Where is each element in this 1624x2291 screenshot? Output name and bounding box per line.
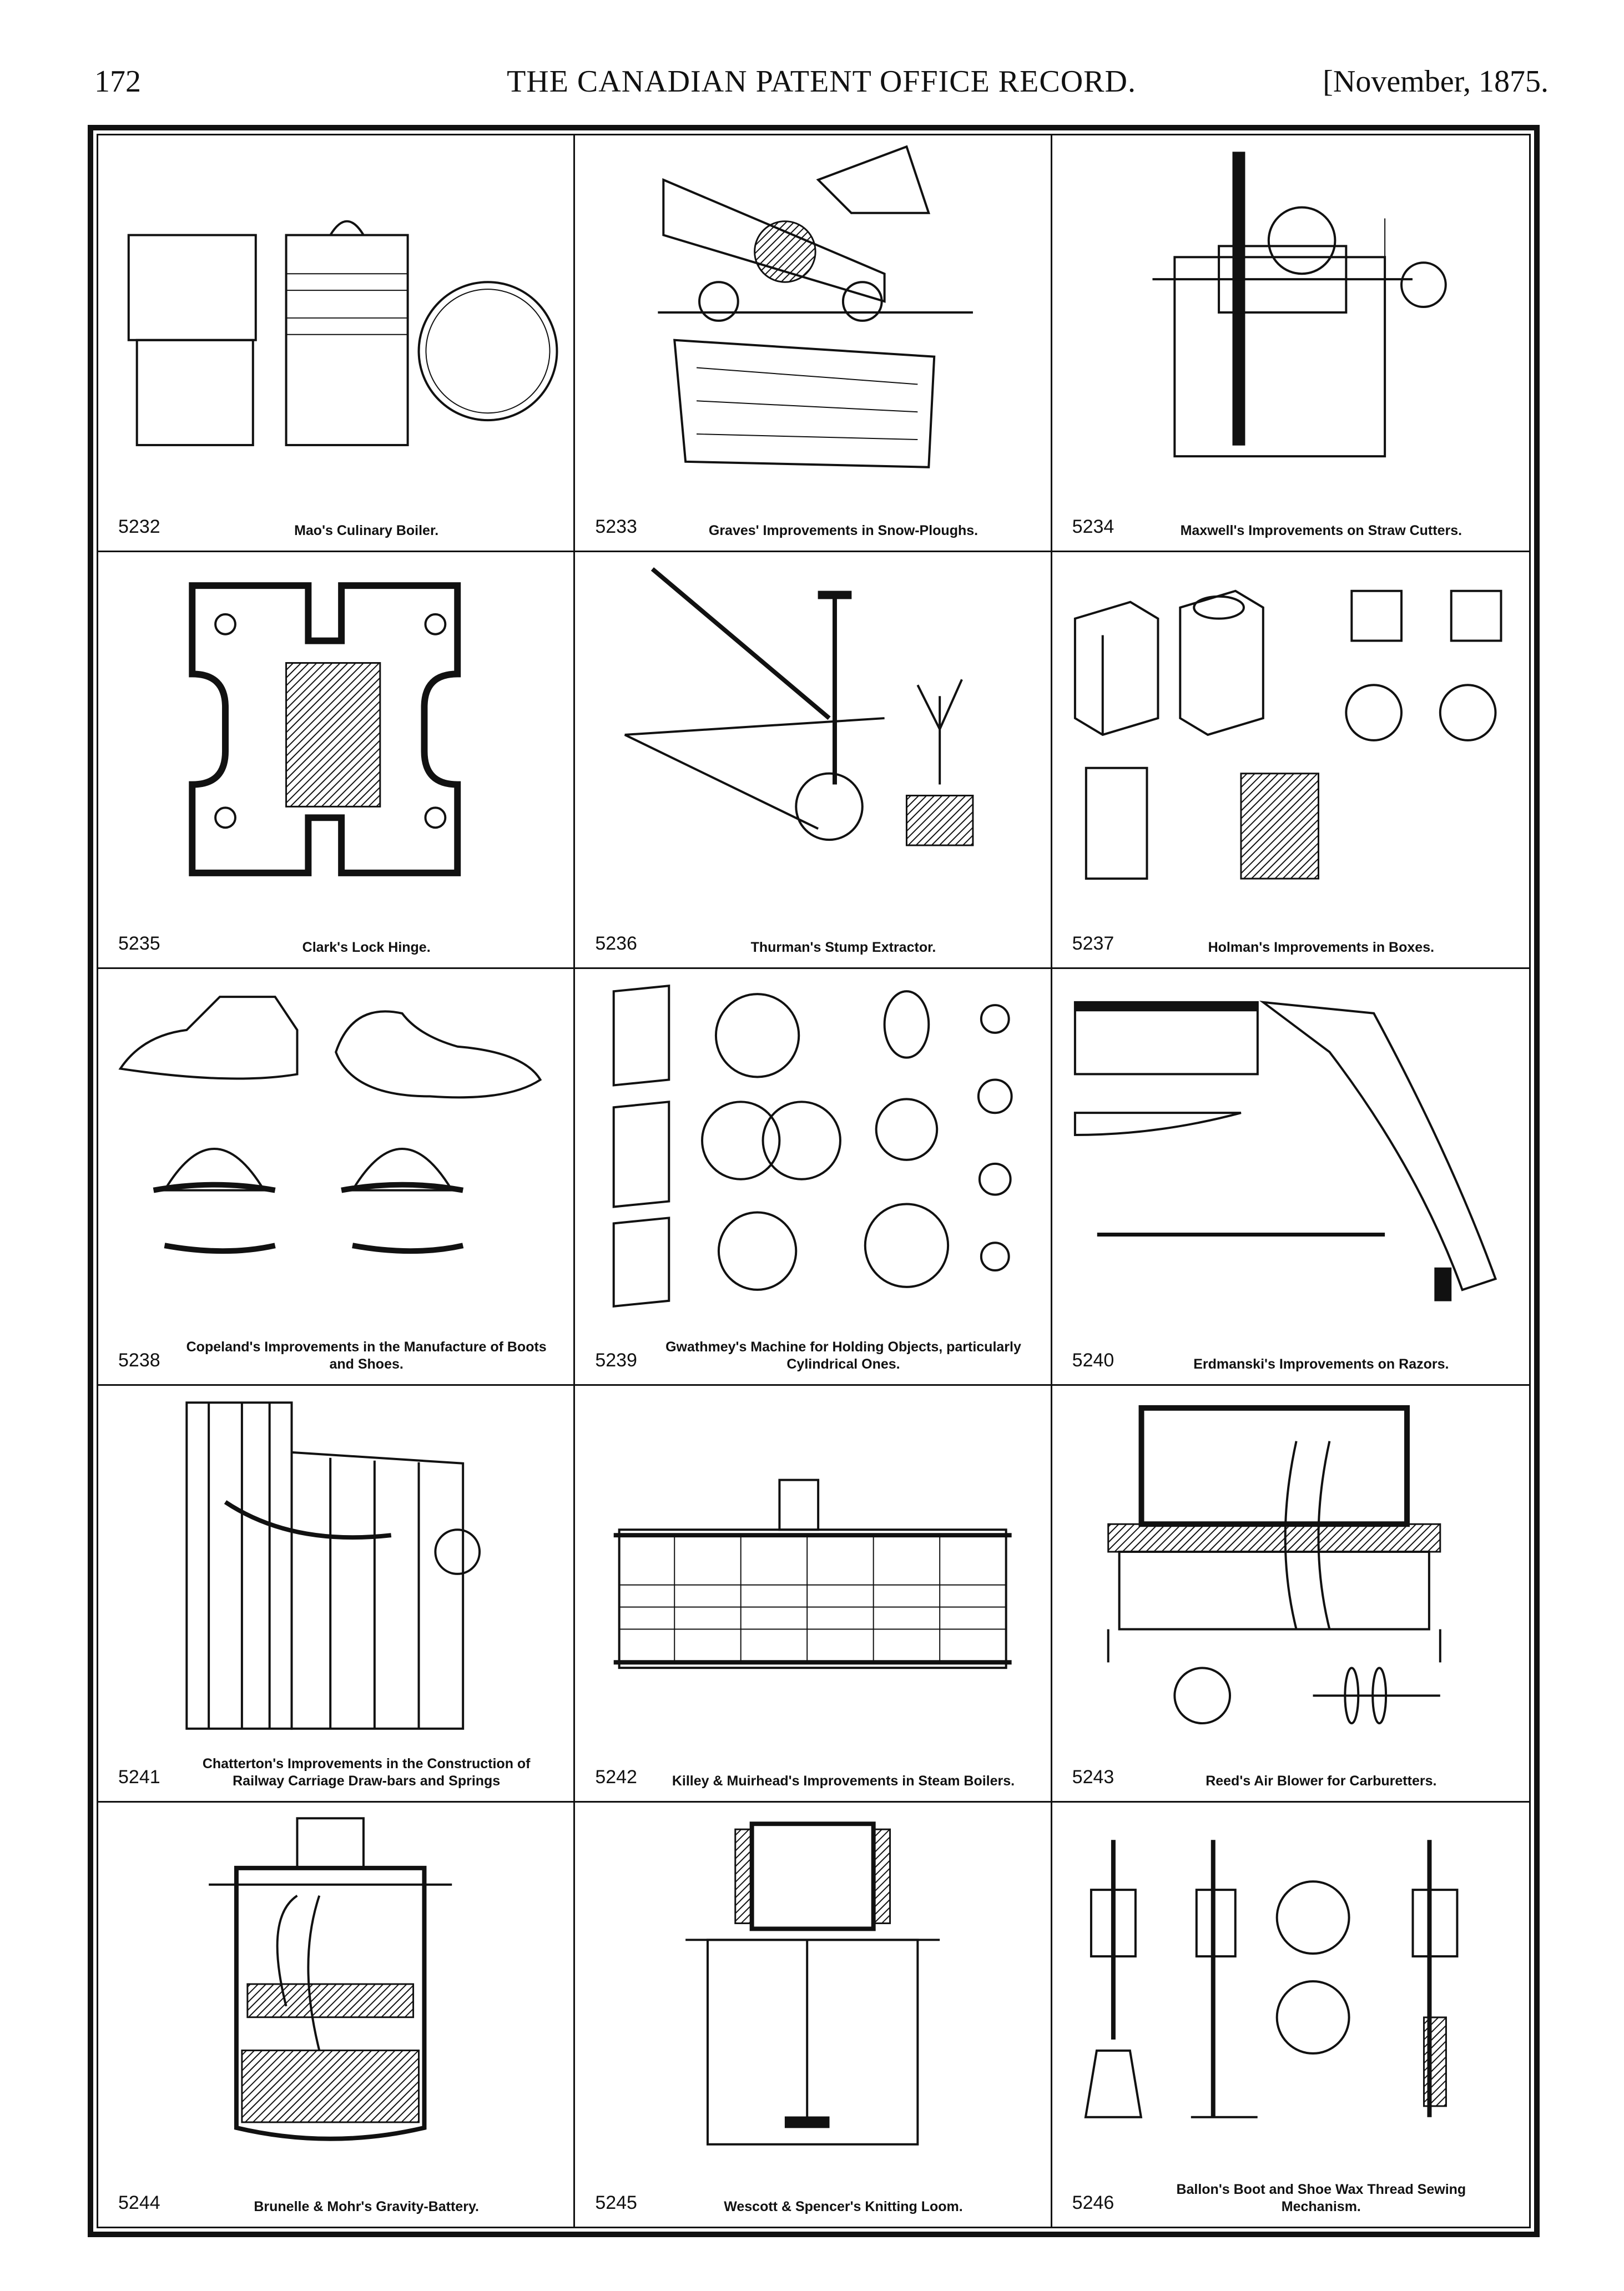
patent-title: Graves' Improvements in Snow-Ploughs. xyxy=(708,522,979,538)
patent-cell-5234: 5234 Maxwell's Improvements on Straw Cut… xyxy=(1052,135,1529,552)
patent-cell-5239: 5239 Gwathmey's Machine for Holding Obje… xyxy=(575,969,1052,1386)
boots-shoes-illustration xyxy=(98,969,573,1318)
patent-caption: 5244 Brunelle & Mohr's Gravity-Battery. xyxy=(118,2192,553,2216)
patent-title: Maxwell's Improvements on Straw Cutters. xyxy=(1180,522,1462,538)
page-number: 172 xyxy=(94,64,141,99)
patent-title: Killey & Muirhead's Improvements in Stea… xyxy=(672,1773,1015,1789)
patent-caption: 5245 Wescott & Spencer's Knitting Loom. xyxy=(595,2192,1030,2216)
patent-caption: 5240 Erdmanski's Improvements on Razors. xyxy=(1072,1350,1509,1373)
patent-title: Wescott & Spencer's Knitting Loom. xyxy=(724,2198,963,2214)
patent-caption: 5242 Killey & Muirhead's Improvements in… xyxy=(595,1767,1030,1790)
patent-caption: 5238 Copeland's Improvements in the Manu… xyxy=(118,1339,553,1374)
patent-caption: 5237 Holman's Improvements in Boxes. xyxy=(1072,933,1509,956)
patent-number: 5238 xyxy=(118,1349,160,1371)
patent-title: Clark's Lock Hinge. xyxy=(302,939,431,955)
patent-number: 5241 xyxy=(118,1766,160,1788)
patent-number: 5232 xyxy=(118,516,160,537)
patent-caption: 5235 Clark's Lock Hinge. xyxy=(118,933,553,956)
patent-caption: 5246 Ballon's Boot and Shoe Wax Thread S… xyxy=(1072,2181,1509,2216)
stump-extractor-illustration xyxy=(575,552,1050,901)
patent-cell-5243: 5243 Reed's Air Blower for Carburetters. xyxy=(1052,1386,1529,1803)
draw-bars-illustration xyxy=(98,1386,573,1734)
publication-title: THE CANADIAN PATENT OFFICE RECORD. xyxy=(507,64,1136,99)
patent-number: 5233 xyxy=(595,516,637,537)
boxes-illustration xyxy=(1052,552,1529,901)
patent-cell-5235: 5235 Clark's Lock Hinge. xyxy=(98,552,576,969)
patent-number: 5243 xyxy=(1072,1766,1114,1788)
patent-number: 5239 xyxy=(595,1349,637,1371)
patent-caption: 5241 Chatterton's Improvements in the Co… xyxy=(118,1755,553,1790)
patent-number: 5242 xyxy=(595,1766,637,1788)
issue-date: [November, 1875. xyxy=(1323,64,1549,99)
patent-title: Thurman's Stump Extractor. xyxy=(750,939,936,955)
patent-caption: 5239 Gwathmey's Machine for Holding Obje… xyxy=(595,1339,1030,1374)
patent-title: Copeland's Improvements in the Manufactu… xyxy=(186,1339,547,1372)
patent-grid: 5232 Mao's Culinary Boiler. xyxy=(97,134,1531,2228)
air-blower-illustration xyxy=(1052,1386,1529,1734)
patent-number: 5237 xyxy=(1072,932,1114,954)
patent-title: Chatterton's Improvements in the Constru… xyxy=(202,1755,531,1789)
patent-cell-5238: 5238 Copeland's Improvements in the Manu… xyxy=(98,969,576,1386)
sewing-mechanism-illustration xyxy=(1052,1803,1529,2160)
snow-plough-illustration xyxy=(575,135,1050,484)
patent-title: Gwathmey's Machine for Holding Objects, … xyxy=(665,1339,1021,1372)
patent-number: 5246 xyxy=(1072,2192,1114,2213)
patent-title: Erdmanski's Improvements on Razors. xyxy=(1193,1356,1449,1372)
patent-number: 5234 xyxy=(1072,516,1114,537)
patent-caption: 5233 Graves' Improvements in Snow-Plough… xyxy=(595,516,1030,539)
patent-cell-5242: 5242 Killey & Muirhead's Improvements in… xyxy=(575,1386,1052,1803)
patent-title: Reed's Air Blower for Carburetters. xyxy=(1206,1773,1437,1789)
patent-number: 5244 xyxy=(118,2192,160,2213)
patent-caption: 5234 Maxwell's Improvements on Straw Cut… xyxy=(1072,516,1509,539)
straw-cutter-illustration xyxy=(1052,135,1529,484)
patent-number: 5240 xyxy=(1072,1349,1114,1371)
knitting-loom-illustration xyxy=(575,1803,1050,2160)
patent-cell-5241: 5241 Chatterton's Improvements in the Co… xyxy=(98,1386,576,1803)
patent-number: 5235 xyxy=(118,932,160,954)
patent-title: Holman's Improvements in Boxes. xyxy=(1208,939,1435,955)
page-header: 172 THE CANADIAN PATENT OFFICE RECORD. [… xyxy=(94,58,1549,108)
culinary-boiler-illustration xyxy=(98,135,573,484)
patent-caption: 5236 Thurman's Stump Extractor. xyxy=(595,933,1030,956)
patent-cell-5244: 5244 Brunelle & Mohr's Gravity-Battery. xyxy=(98,1803,576,2227)
patent-title: Mao's Culinary Boiler. xyxy=(294,522,439,538)
patent-cell-5240: 5240 Erdmanski's Improvements on Razors. xyxy=(1052,969,1529,1386)
razor-illustration xyxy=(1052,969,1529,1318)
patent-cell-5233: 5233 Graves' Improvements in Snow-Plough… xyxy=(575,135,1052,552)
lock-hinge-illustration xyxy=(98,552,573,901)
patent-number: 5245 xyxy=(595,2192,637,2213)
patent-cell-5232: 5232 Mao's Culinary Boiler. xyxy=(98,135,576,552)
gravity-battery-illustration xyxy=(98,1803,573,2160)
patent-cell-5245: 5245 Wescott & Spencer's Knitting Loom. xyxy=(575,1803,1052,2227)
steam-boiler-illustration xyxy=(575,1386,1050,1734)
patent-number: 5236 xyxy=(595,932,637,954)
patent-title: Brunelle & Mohr's Gravity-Battery. xyxy=(254,2198,479,2214)
patent-cell-5246: 5246 Ballon's Boot and Shoe Wax Thread S… xyxy=(1052,1803,1529,2227)
holding-machine-illustration xyxy=(575,969,1050,1318)
patent-caption: 5232 Mao's Culinary Boiler. xyxy=(118,516,553,539)
patent-cell-5236: 5236 Thurman's Stump Extractor. xyxy=(575,552,1052,969)
patent-cell-5237: 5237 Holman's Improvements in Boxes. xyxy=(1052,552,1529,969)
patent-plate-frame: 5232 Mao's Culinary Boiler. xyxy=(88,125,1540,2237)
patent-caption: 5243 Reed's Air Blower for Carburetters. xyxy=(1072,1767,1509,1790)
patent-title: Ballon's Boot and Shoe Wax Thread Sewing… xyxy=(1176,2181,1466,2214)
